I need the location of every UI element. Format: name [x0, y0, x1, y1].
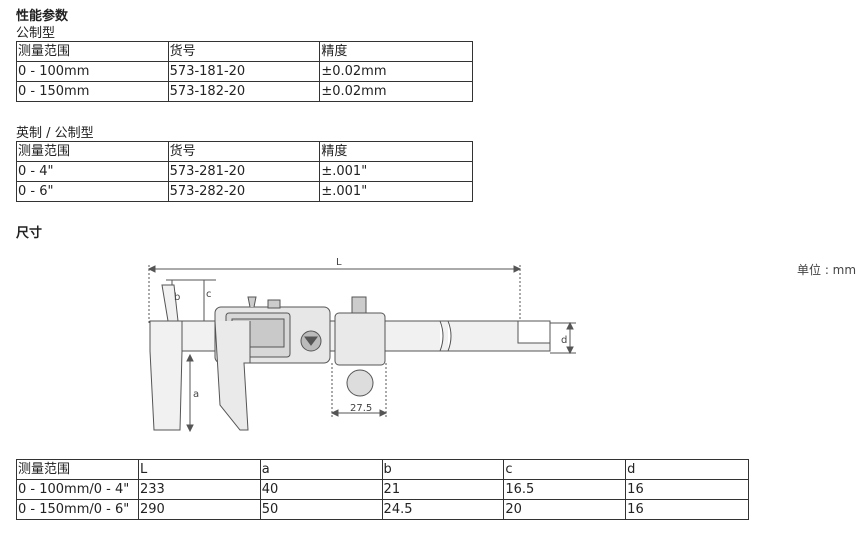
table-cell: 233 [137, 479, 261, 500]
table-row: 0 - 150mm/0 - 6" 290 50 24.5 20 16 [16, 499, 749, 520]
dim-label-27-5: 27.5 [350, 403, 372, 414]
table-cell: 16.5 [503, 479, 627, 500]
header-cell: 精度 [319, 41, 473, 62]
table-cell: ±0.02mm [319, 81, 473, 102]
table-header-row: 测量范围 货号 精度 [16, 41, 473, 62]
dim-label-a: a [193, 389, 199, 400]
header-cell: b [381, 459, 505, 480]
table-cell: ±0.02mm [319, 61, 473, 82]
table-cell: ±.001" [319, 181, 473, 202]
spec-table-inch-metric: 测量范围 货号 精度 0 - 4" 573-281-20 ±.001" 0 - … [16, 141, 473, 202]
table-header-row: 测量范围 L a b c d [16, 459, 749, 480]
header-cell: 测量范围 [16, 459, 139, 480]
header-cell: a [259, 459, 383, 480]
section-title-dimensions: 尺寸 [16, 226, 43, 241]
table-cell: 21 [381, 479, 505, 500]
table-cell: 0 - 100mm/0 - 4" [16, 479, 139, 500]
table-cell: 0 - 150mm [16, 81, 169, 102]
header-cell: c [503, 459, 627, 480]
header-cell: 测量范围 [16, 41, 169, 62]
table-cell: 573-182-20 [167, 81, 321, 102]
table-cell: 24.5 [381, 499, 505, 520]
table-cell: 40 [259, 479, 383, 500]
table2-subtitle: 英制 / 公制型 [16, 126, 94, 141]
table-cell: 0 - 6" [16, 181, 169, 202]
header-cell: d [625, 459, 749, 480]
header-cell: L [137, 459, 261, 480]
table1-subtitle: 公制型 [16, 26, 56, 41]
dim-label-d: d [561, 335, 567, 346]
table-row: 0 - 4" 573-281-20 ±.001" [16, 161, 473, 182]
table-cell: 0 - 4" [16, 161, 169, 182]
table-cell: 20 [503, 499, 627, 520]
table-cell: 16 [625, 479, 749, 500]
dim-label-L: L [336, 257, 342, 268]
table-cell: 0 - 150mm/0 - 6" [16, 499, 139, 520]
dim-label-c: c [206, 289, 212, 300]
table-cell: 573-281-20 [167, 161, 321, 182]
caliper-dimension-drawing: L b c a d 27.5 [147, 257, 576, 433]
table-cell: 50 [259, 499, 383, 520]
table-row: 0 - 100mm/0 - 4" 233 40 21 16.5 16 [16, 479, 749, 500]
table-cell: 0 - 100mm [16, 61, 169, 82]
dim-label-b: b [174, 292, 180, 303]
header-cell: 精度 [319, 141, 473, 162]
table-row: 0 - 6" 573-282-20 ±.001" [16, 181, 473, 202]
dimensions-table: 测量范围 L a b c d 0 - 100mm/0 - 4" 233 40 2… [16, 459, 749, 520]
table-cell: 573-181-20 [167, 61, 321, 82]
table-row: 0 - 100mm 573-181-20 ±0.02mm [16, 61, 473, 82]
table-cell: 573-282-20 [167, 181, 321, 202]
header-cell: 测量范围 [16, 141, 169, 162]
header-cell: 货号 [167, 41, 321, 62]
table-cell: 16 [625, 499, 749, 520]
table-cell: ±.001" [319, 161, 473, 182]
section-title-specs: 性能参数 [16, 9, 69, 24]
table-row: 0 - 150mm 573-182-20 ±0.02mm [16, 81, 473, 102]
spec-table-metric: 测量范围 货号 精度 0 - 100mm 573-181-20 ±0.02mm … [16, 41, 473, 102]
table-header-row: 测量范围 货号 精度 [16, 141, 473, 162]
header-cell: 货号 [167, 141, 321, 162]
unit-label: 单位 : mm [797, 263, 857, 277]
table-cell: 290 [137, 499, 261, 520]
